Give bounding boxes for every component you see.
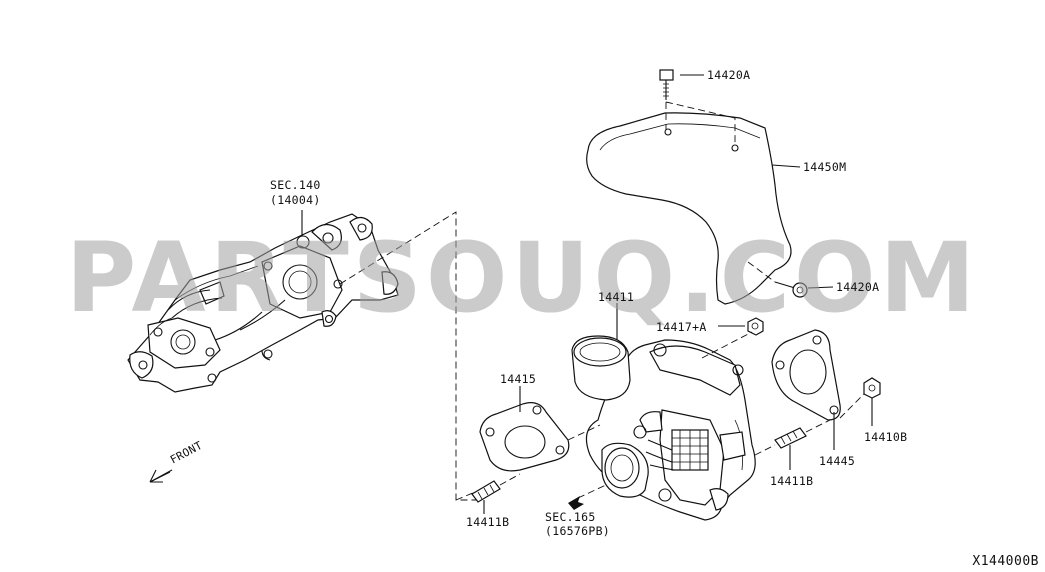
gasket-14445: [771, 329, 841, 421]
callout-14411B-right[interactable]: 14411B: [770, 474, 814, 488]
callout-14411[interactable]: 14411: [598, 290, 635, 304]
heat-insulator-part: [586, 112, 792, 305]
callout-14411B-left[interactable]: 14411B: [466, 515, 510, 529]
callout-sec140-part[interactable]: (14004): [270, 193, 321, 207]
turbocharger-part: [571, 335, 756, 521]
gasket-14415: [479, 402, 570, 472]
callout-sec140[interactable]: SEC.140: [270, 178, 321, 192]
callout-14445[interactable]: 14445: [819, 454, 856, 468]
callout-14420A-right[interactable]: 14420A: [836, 280, 880, 294]
bolt-14420A-top: [659, 69, 674, 100]
front-arrow-icon: [149, 469, 173, 483]
bolt-14420A-right: [774, 281, 808, 298]
exhaust-manifold-part: [127, 213, 399, 393]
callout-14410B[interactable]: 14410B: [864, 430, 908, 444]
callout-14420A-top[interactable]: 14420A: [707, 68, 751, 82]
callout-14415[interactable]: 14415: [500, 372, 537, 386]
callout-sec165-part[interactable]: (16576PB): [545, 524, 611, 538]
stud-14411B-right: [774, 427, 807, 449]
callout-sec165[interactable]: SEC.165: [545, 510, 596, 524]
diagram-reference: X144000B: [972, 554, 1039, 569]
stud-14411B-left: [471, 480, 501, 503]
callout-14450M[interactable]: 14450M: [803, 160, 847, 174]
callout-14417A[interactable]: 14417+A: [656, 320, 707, 334]
nut-14410B: [863, 377, 881, 399]
sec165-arrow-icon: [568, 496, 584, 510]
nut-14417A: [747, 317, 764, 336]
